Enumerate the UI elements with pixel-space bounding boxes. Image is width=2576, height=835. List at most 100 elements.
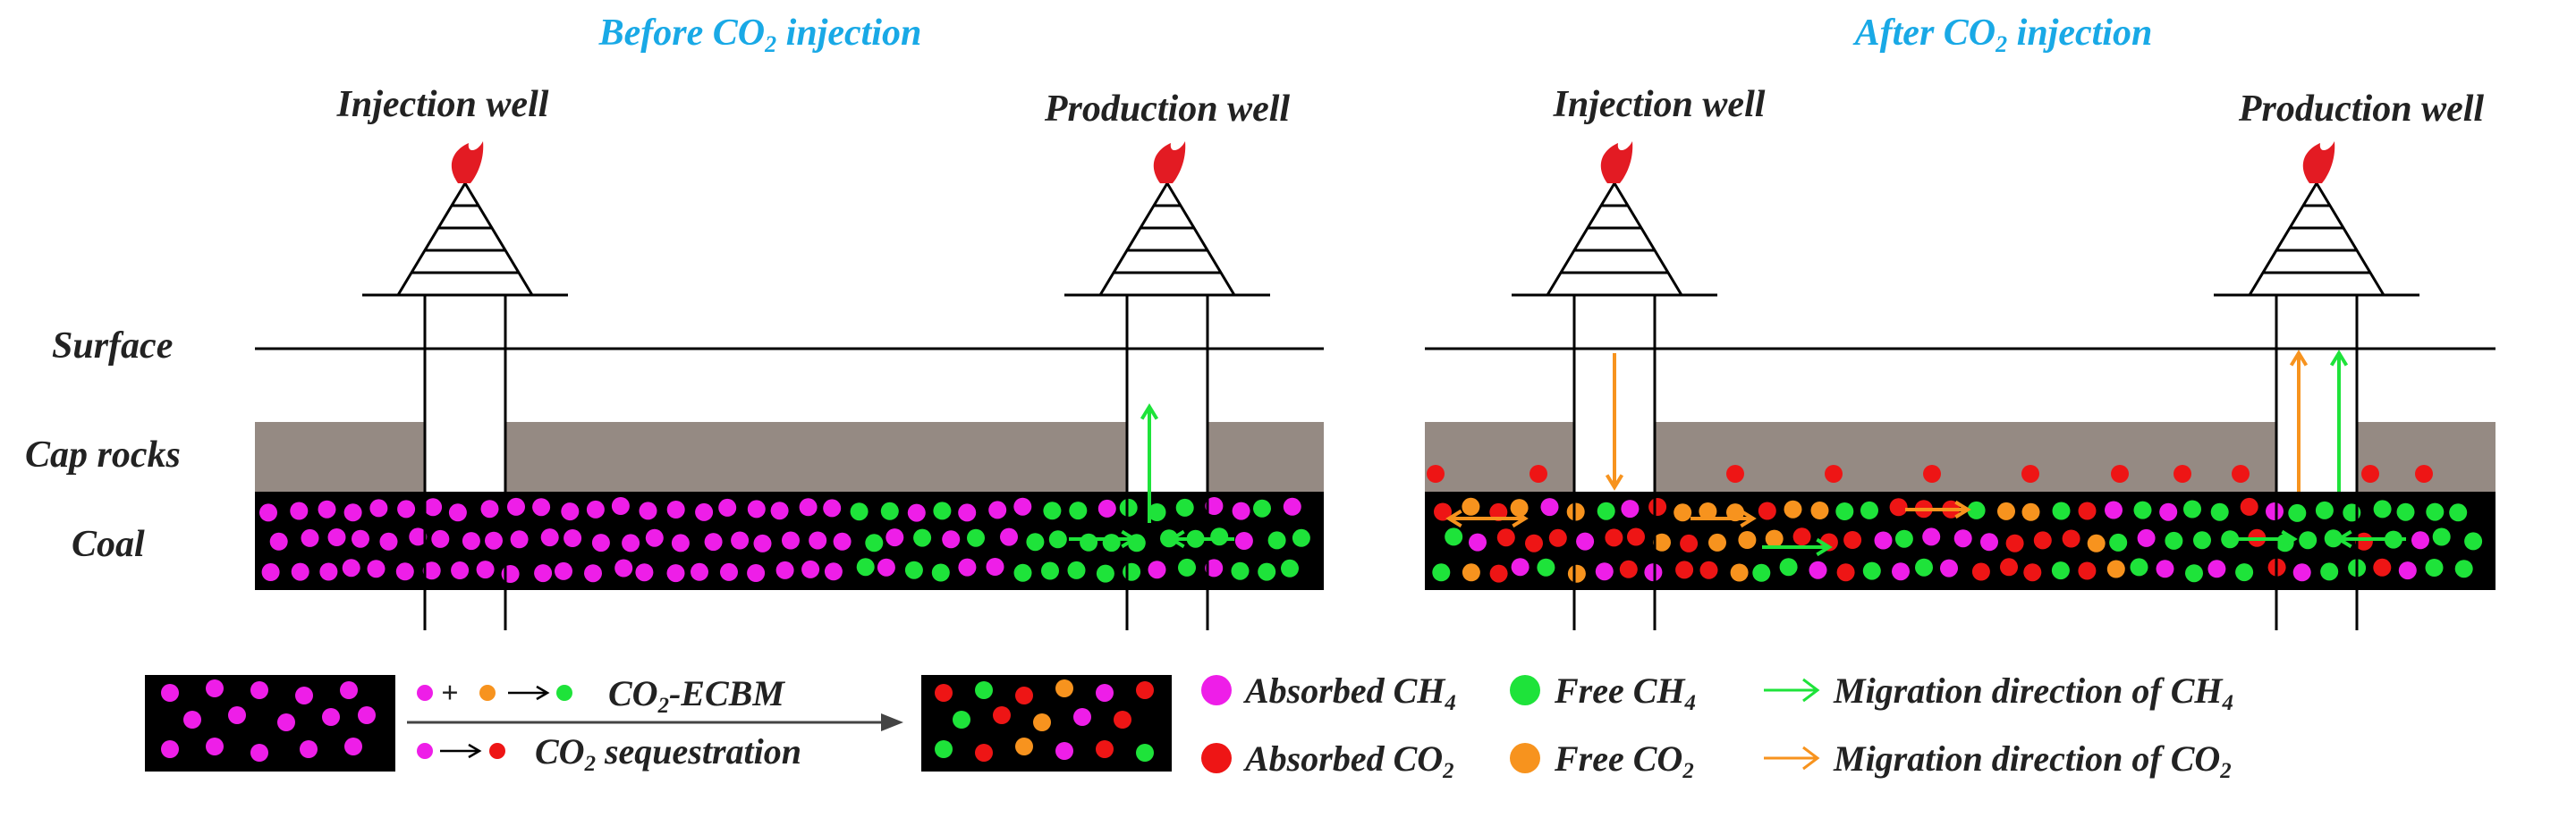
coal-particle [775, 561, 794, 579]
coal-particle [1621, 500, 1640, 519]
coal-particle [1922, 527, 1941, 546]
coal-particle [639, 502, 657, 520]
coal-particle [2315, 501, 2334, 519]
surface-label: Surface [52, 325, 173, 367]
coal-particle [1489, 564, 1508, 583]
coal-particle [1674, 503, 1692, 522]
coal-particle [850, 502, 869, 521]
coal-particle [2449, 503, 2468, 522]
coal-particle [622, 534, 640, 552]
ch4-migration-arrow [2227, 529, 2298, 549]
coal-particle [1784, 500, 1802, 519]
coal-particle [1231, 561, 1250, 580]
coal-particle [1210, 527, 1229, 546]
coal-particle [1469, 533, 1487, 552]
coal-particle [865, 534, 884, 552]
coal-particle [958, 558, 977, 577]
coal-particle [1540, 498, 1559, 517]
legend-particle [1096, 684, 1114, 702]
coal-particle [986, 558, 1004, 576]
coal-particle [1026, 533, 1045, 552]
coal-particle [1843, 531, 1862, 549]
coal-particle [1013, 563, 1032, 582]
coal-particle [2464, 532, 2483, 551]
coal-particle [2159, 502, 2178, 521]
production-well-left [1064, 141, 1270, 630]
coal-particle [2266, 502, 2284, 520]
coal-particle [290, 502, 309, 520]
coal-particle [2373, 558, 2392, 577]
coal-particle [1619, 560, 1638, 578]
free-ch4-icon [1510, 675, 1540, 705]
coal-particle [958, 503, 977, 522]
coal-particle [1096, 564, 1114, 583]
legend-particle [250, 681, 268, 699]
coal-particle [480, 500, 499, 519]
coal-particle [1548, 528, 1567, 547]
coal-particle [448, 503, 467, 522]
absorbed-ch4-icon [1201, 675, 1232, 705]
coal-particle [747, 564, 766, 582]
coal-particle [1253, 499, 1271, 518]
coal-particle [1889, 498, 1908, 517]
legend-before-box [145, 675, 395, 772]
released-co2-particle [2415, 465, 2433, 483]
coal-particle [352, 529, 369, 548]
coal-particle [2454, 560, 2473, 578]
coal-particle [1069, 502, 1088, 520]
coal-particle [611, 497, 630, 515]
legend-particle [1055, 742, 1073, 760]
coal-particle [367, 560, 386, 578]
coal-particle [988, 501, 1007, 519]
coal-particle [823, 499, 842, 518]
coal-particle [704, 533, 723, 552]
coal-particle [1627, 527, 1645, 546]
ch4-migration-arrow [2335, 529, 2406, 549]
legend-particle [935, 684, 953, 702]
coal-particle [1013, 497, 1032, 516]
legend-seq-absorbed-ch4-icon [417, 743, 433, 759]
coal-particle [2207, 560, 2226, 578]
coal-particle [1708, 533, 1726, 552]
released-co2-particle [2232, 465, 2250, 483]
coal-particle [2130, 558, 2148, 577]
coal-particle [2240, 497, 2258, 516]
coal-particle [1234, 532, 1253, 550]
coal-particle [2052, 502, 2071, 520]
co2-migration-arrow [1453, 509, 1529, 528]
coal-particle [319, 562, 338, 581]
coal-particle [1511, 558, 1530, 577]
coal-particle [695, 502, 714, 521]
coal-particle [564, 529, 582, 547]
coal-particle [2062, 529, 2080, 548]
coal-particle [1175, 498, 1194, 517]
legend-ecbm-free-ch4-icon [556, 685, 572, 701]
legend-particle [295, 687, 313, 704]
legend-particle [953, 711, 970, 729]
coal-particle [2183, 500, 2201, 519]
coal-particle [2021, 502, 2040, 521]
legend-particle [228, 706, 246, 724]
coal-particle [635, 563, 654, 582]
released-co2-particle [1825, 465, 1843, 483]
coal-particle [747, 500, 766, 519]
released-co2-particle [2174, 465, 2191, 483]
released-co2-particle [1923, 465, 1941, 483]
coal-particle [731, 531, 750, 550]
coal-particle [1892, 562, 1910, 581]
coal-particle [507, 497, 525, 516]
coal-particle [397, 500, 416, 519]
ch4-migration-arrow [2329, 350, 2349, 492]
coal-particle [931, 563, 950, 582]
coal-particle [877, 558, 895, 577]
legend-particle [161, 684, 179, 702]
coal-particle [379, 532, 398, 551]
coal-particle [586, 500, 605, 519]
coal-particle [584, 564, 602, 583]
released-co2-particle [2111, 465, 2129, 483]
coal-particle [476, 561, 495, 579]
coal-particle [782, 531, 800, 550]
coal-particle [1258, 562, 1276, 581]
after-title: After CO2 injection [1852, 13, 2153, 57]
flame-icon [2302, 141, 2335, 183]
